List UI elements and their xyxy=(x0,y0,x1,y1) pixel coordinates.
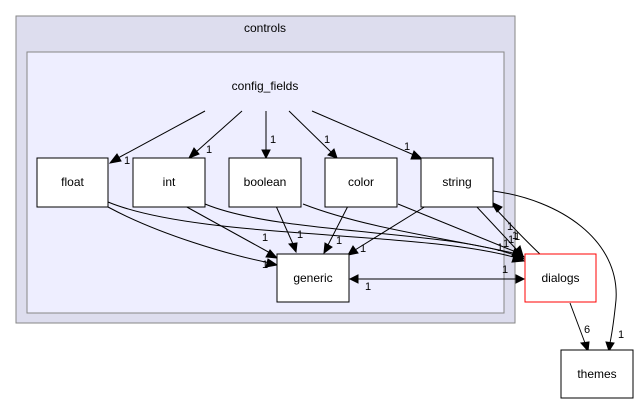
node-color[interactable]: color xyxy=(324,157,398,208)
edge-color-generic-arrow xyxy=(323,242,333,255)
edge-label-color-generic: 1 xyxy=(336,235,342,247)
edge-label-dialogs-string: 1 xyxy=(514,231,520,243)
edge-color-dialogs xyxy=(397,203,517,253)
edge-label-cf-color: 1 xyxy=(324,134,330,146)
node-string[interactable]: string xyxy=(420,157,494,208)
edges: 1 1 1 1 1 1 1 1 1 1 xyxy=(107,110,624,353)
node-string-box xyxy=(420,157,494,208)
edge-dialogs-generic-arrow xyxy=(348,274,359,284)
edge-label-cf-string: 1 xyxy=(404,141,410,153)
edge-cf-int xyxy=(195,110,243,153)
edge-label-dialogs-themes: 6 xyxy=(584,324,590,336)
node-themes[interactable]: themes xyxy=(560,349,634,399)
node-int-box xyxy=(132,157,206,208)
edge-string-generic xyxy=(354,205,427,251)
edge-label-int-generic: 1 xyxy=(262,232,268,244)
edge-cf-float xyxy=(117,110,206,159)
edge-cf-boolean-arrow xyxy=(261,149,271,160)
edge-dialogs-themes xyxy=(569,302,586,344)
edge-cf-float-arrow xyxy=(108,153,122,164)
edge-boolean-dialogs xyxy=(302,203,518,255)
edge-color-generic xyxy=(327,205,349,246)
edge-generic-dialogs-arrow xyxy=(515,274,526,284)
edge-dialogs-string xyxy=(494,207,543,257)
edge-label-cf-boolean: 1 xyxy=(270,134,276,146)
edge-string-dialogs xyxy=(475,205,518,251)
edge-label-boolean-generic: 1 xyxy=(297,229,303,241)
edge-label-string-themes: 1 xyxy=(618,329,624,341)
node-boolean-box xyxy=(228,157,302,208)
edge-float-generic-arrow xyxy=(265,258,279,268)
edge-label-string-generic: 1 xyxy=(360,243,366,255)
edge-string-generic-arrow xyxy=(347,245,359,256)
edge-cf-string xyxy=(311,110,415,156)
edge-float-dialogs xyxy=(107,201,518,259)
edge-boolean-generic-arrow xyxy=(288,242,298,254)
node-int-label: int xyxy=(163,175,176,189)
node-boolean[interactable]: boolean xyxy=(228,157,302,208)
node-int[interactable]: int xyxy=(132,157,206,208)
node-float-label: float xyxy=(61,175,84,189)
node-generic-box xyxy=(276,253,350,303)
node-themes-label: themes xyxy=(577,367,616,381)
node-dialogs[interactable]: dialogs xyxy=(524,253,597,303)
node-themes-box xyxy=(560,349,634,399)
cluster-config-fields-label: config_fields xyxy=(232,79,299,93)
edge-label-boolean-dialogs: 1 xyxy=(508,234,514,246)
edge-label-int-dialogs: 1 xyxy=(503,238,509,250)
edge-int-generic xyxy=(184,205,273,255)
edge-label-float-dialogs: 1 xyxy=(497,242,503,254)
node-dialogs-label: dialogs xyxy=(541,271,579,285)
node-float-box xyxy=(36,157,109,208)
edge-label-cf-int: 1 xyxy=(206,144,212,156)
cluster-controls-label: controls xyxy=(244,21,286,35)
edge-label-generic-dialogs: 1 xyxy=(365,281,371,293)
edge-label-color-dialogs: 1 xyxy=(512,230,518,242)
edge-cf-int-arrow xyxy=(187,147,200,159)
node-generic[interactable]: generic xyxy=(276,253,350,303)
edge-cf-color xyxy=(288,110,332,153)
edge-label-cf-float: 1 xyxy=(124,155,130,167)
edge-cf-color-arrow xyxy=(327,148,338,159)
edge-string-dialogs-arrow xyxy=(513,245,524,257)
edge-boolean-generic xyxy=(275,205,294,245)
node-generic-label: generic xyxy=(293,271,332,285)
edge-cf-string-arrow xyxy=(410,150,424,160)
edge-label-float-generic: 1 xyxy=(262,259,268,271)
edge-dialogs-string-arrow xyxy=(489,200,503,213)
edge-label-dialogs-generic: 1 xyxy=(502,264,508,276)
edge-dialogs-themes-arrow xyxy=(580,341,590,353)
node-string-label: string xyxy=(442,175,471,189)
edge-float-generic xyxy=(107,206,271,264)
node-float[interactable]: float xyxy=(36,157,109,208)
node-color-box xyxy=(324,157,398,208)
node-boolean-label: boolean xyxy=(244,175,287,189)
edge-label-string-dialogs: 1 xyxy=(507,221,513,233)
node-color-label: color xyxy=(348,175,374,189)
node-dialogs-box xyxy=(524,253,597,303)
edge-string-themes-arrow xyxy=(605,341,615,353)
edge-int-generic-arrow xyxy=(265,249,279,259)
edge-string-themes xyxy=(492,190,617,344)
